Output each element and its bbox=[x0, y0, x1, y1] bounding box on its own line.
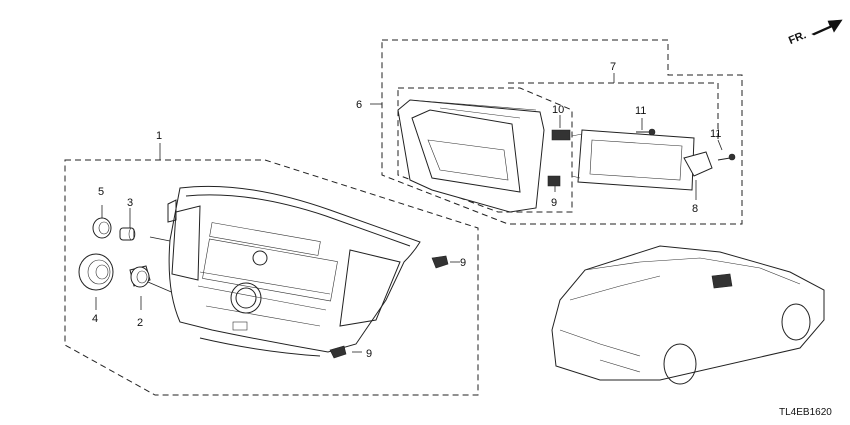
large-knob-part bbox=[78, 253, 114, 291]
callout-labels: 1 2 3 4 5 6 7 8 9 9 9 10 11 11 bbox=[92, 61, 721, 360]
callout-8: 8 bbox=[692, 203, 698, 215]
vehicle-illustration bbox=[551, 245, 825, 385]
callout-3: 3 bbox=[127, 197, 133, 209]
group-outline-main-panel bbox=[64, 159, 479, 396]
mount-bracket-part bbox=[683, 151, 713, 177]
screw-parts bbox=[636, 128, 736, 161]
diagram-code: TL4EB1620 bbox=[779, 407, 832, 418]
callout-11-left: 11 bbox=[635, 105, 646, 117]
front-arrow-icon bbox=[811, 19, 843, 36]
center-panel-assembly bbox=[167, 185, 421, 357]
small-knob-part bbox=[129, 265, 151, 288]
group-outline-unit bbox=[508, 82, 719, 140]
callout-9-right: 9 bbox=[460, 257, 466, 269]
callout-9-display: 9 bbox=[551, 197, 557, 209]
callout-6: 6 bbox=[356, 99, 362, 111]
front-direction-indicator: FR. bbox=[787, 19, 843, 47]
callout-1: 1 bbox=[156, 130, 162, 142]
callout-7: 7 bbox=[610, 61, 616, 73]
front-direction-label: FR. bbox=[787, 29, 808, 47]
bracket-part bbox=[551, 129, 571, 141]
display-housing-part bbox=[397, 99, 545, 213]
group-outline-display bbox=[381, 39, 743, 225]
callout-10: 10 bbox=[552, 104, 564, 116]
knob-part bbox=[92, 217, 112, 239]
callout-5: 5 bbox=[98, 186, 104, 198]
group-outline-display-inner bbox=[397, 87, 573, 213]
display-unit-part bbox=[571, 129, 695, 191]
clip-parts bbox=[329, 175, 561, 359]
callout-4: 4 bbox=[92, 313, 98, 325]
cap-part bbox=[119, 227, 136, 241]
callout-11-right: 11 bbox=[710, 128, 721, 140]
callout-9-bottom: 9 bbox=[366, 348, 372, 360]
callout-2: 2 bbox=[137, 317, 143, 329]
